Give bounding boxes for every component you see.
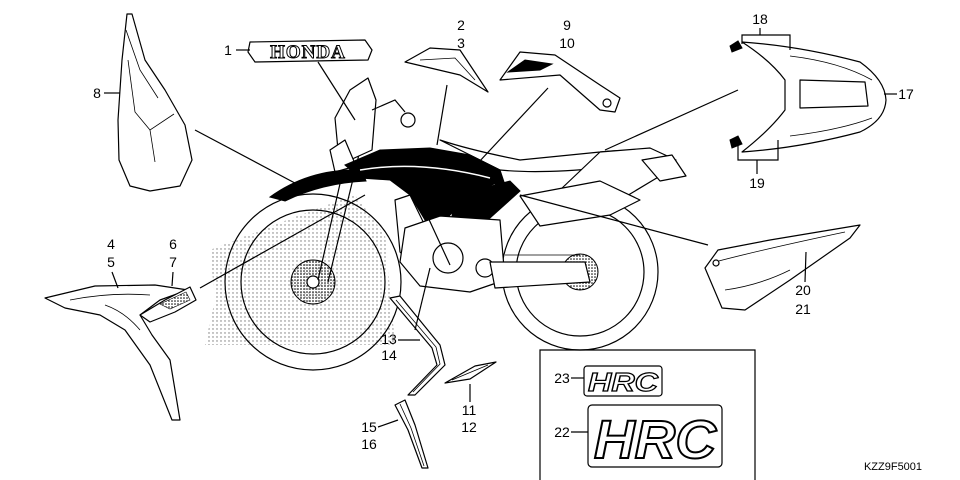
callout-20: 20 [795,282,811,298]
bracket-19 [737,140,779,174]
part-8-front-fender [117,13,193,192]
rear-cowl-stripe-top [789,55,873,81]
part-20-21-shape [704,224,861,311]
callout-18: 18 [752,11,768,27]
part-2-3-inner-line [419,57,476,81]
leader-rear-cowl-to-bike [604,89,739,151]
part-4-5-inner-line [69,293,151,331]
callout-3: 3 [457,35,465,51]
callout-4: 4 [107,236,115,252]
mirror-left [371,99,406,113]
engine [399,215,506,293]
callout-5: 5 [107,254,115,270]
leader-8-to-bike [194,129,309,191]
leader-6-7 [171,271,174,287]
part-19-small-piece [729,135,743,149]
leader-20-21 [804,251,807,283]
part-15-16-inner-line [399,403,425,467]
hrc-box-border [539,349,756,480]
rear-cowl-center-panel [799,79,869,109]
diagram-code: KZZ9F5001 [864,461,922,473]
hrc-large-outline [587,404,723,468]
part-20-21-side-panel [704,224,861,311]
hrc-emblem-box: HRC 23 HRC 22 [539,349,756,480]
callout-2: 2 [457,17,465,33]
leader-4-5 [111,271,119,289]
part-15-16-stripe [394,399,429,469]
muffler [519,180,641,227]
leader-2-3-to-bike [436,84,448,146]
callout-16: 16 [361,436,377,452]
leader-shroud-to-bike [199,194,366,289]
callout-11: 11 [462,402,477,418]
callout-13: 13 [381,331,397,347]
rear-cowl-stripe-bottom [789,117,873,137]
callout-17: 17 [898,86,914,102]
part-4-5-shape [44,284,189,421]
swingarm [489,261,591,289]
part-20-21-inner-line [714,231,846,291]
callout-9: 9 [563,17,571,33]
front-fender-black [268,169,367,202]
callout-10: 10 [559,35,575,51]
hrc-small-outline [583,365,663,397]
leader-1-to-bike [317,61,356,121]
leader-9-10-to-bike [477,87,549,164]
part-8-inner-v [127,59,175,131]
bracket-18 [741,28,791,50]
hrc-large-logo: HRC [594,410,717,470]
callout-8: 8 [93,85,101,101]
honda-emblem-outline [247,39,373,63]
part-11-12-inner-line [451,364,489,381]
part-9-10-hole [602,98,612,108]
part-13-14-stripe [389,295,446,396]
part-1-honda-emblem: HONDA [247,39,373,64]
callout-12: 12 [461,419,477,435]
leader-13-14-to-bike [414,267,431,331]
callout-6: 6 [169,236,177,252]
part-2-3-shroud-stripe [404,47,489,93]
part-8-outline [117,13,193,192]
part-11-12-small-stripe [444,361,497,384]
leader-side-panel-to-bike [519,194,709,246]
part-2-3-shape [404,47,489,93]
callout-21: 21 [795,301,811,317]
tank-stripe [359,165,491,179]
part-20-21-hole [712,259,720,267]
part-15-16-shape [394,399,429,469]
part-9-10-inner-stripe [506,59,554,73]
frame-tube [419,199,451,266]
front-wheel-tire [224,193,402,371]
callout-19: 19 [749,175,765,191]
callout-1: 1 [224,42,232,58]
callout-14: 14 [381,347,397,363]
part-4-5-radiator-shroud [44,284,189,421]
part-8-inner-line [125,29,159,163]
callout-22: 22 [554,424,570,440]
engine-cover [432,242,464,274]
part-17-18-19-rear-cowl [729,40,887,153]
callout-15: 15 [361,419,377,435]
part-18-small-piece [729,40,743,53]
leader-15-16 [377,419,399,428]
part-13-14-shape [389,295,446,396]
part-9-10-side-cover-stripe [499,51,621,113]
part-6-7-shroud-emblem [139,286,197,323]
motorcycle-illustration [205,77,687,371]
hrc-small-logo: HRC [588,367,660,397]
part-9-10-shape [499,51,621,113]
mirror-head [400,112,416,128]
part-6-7-dark-area [159,291,191,310]
front-wheel-rim [240,209,386,355]
front-hub [306,275,320,289]
tail-light [641,154,687,182]
callout-7: 7 [169,254,177,270]
callout-23: 23 [554,370,570,386]
honda-emblem-logo: HONDA [270,42,346,63]
